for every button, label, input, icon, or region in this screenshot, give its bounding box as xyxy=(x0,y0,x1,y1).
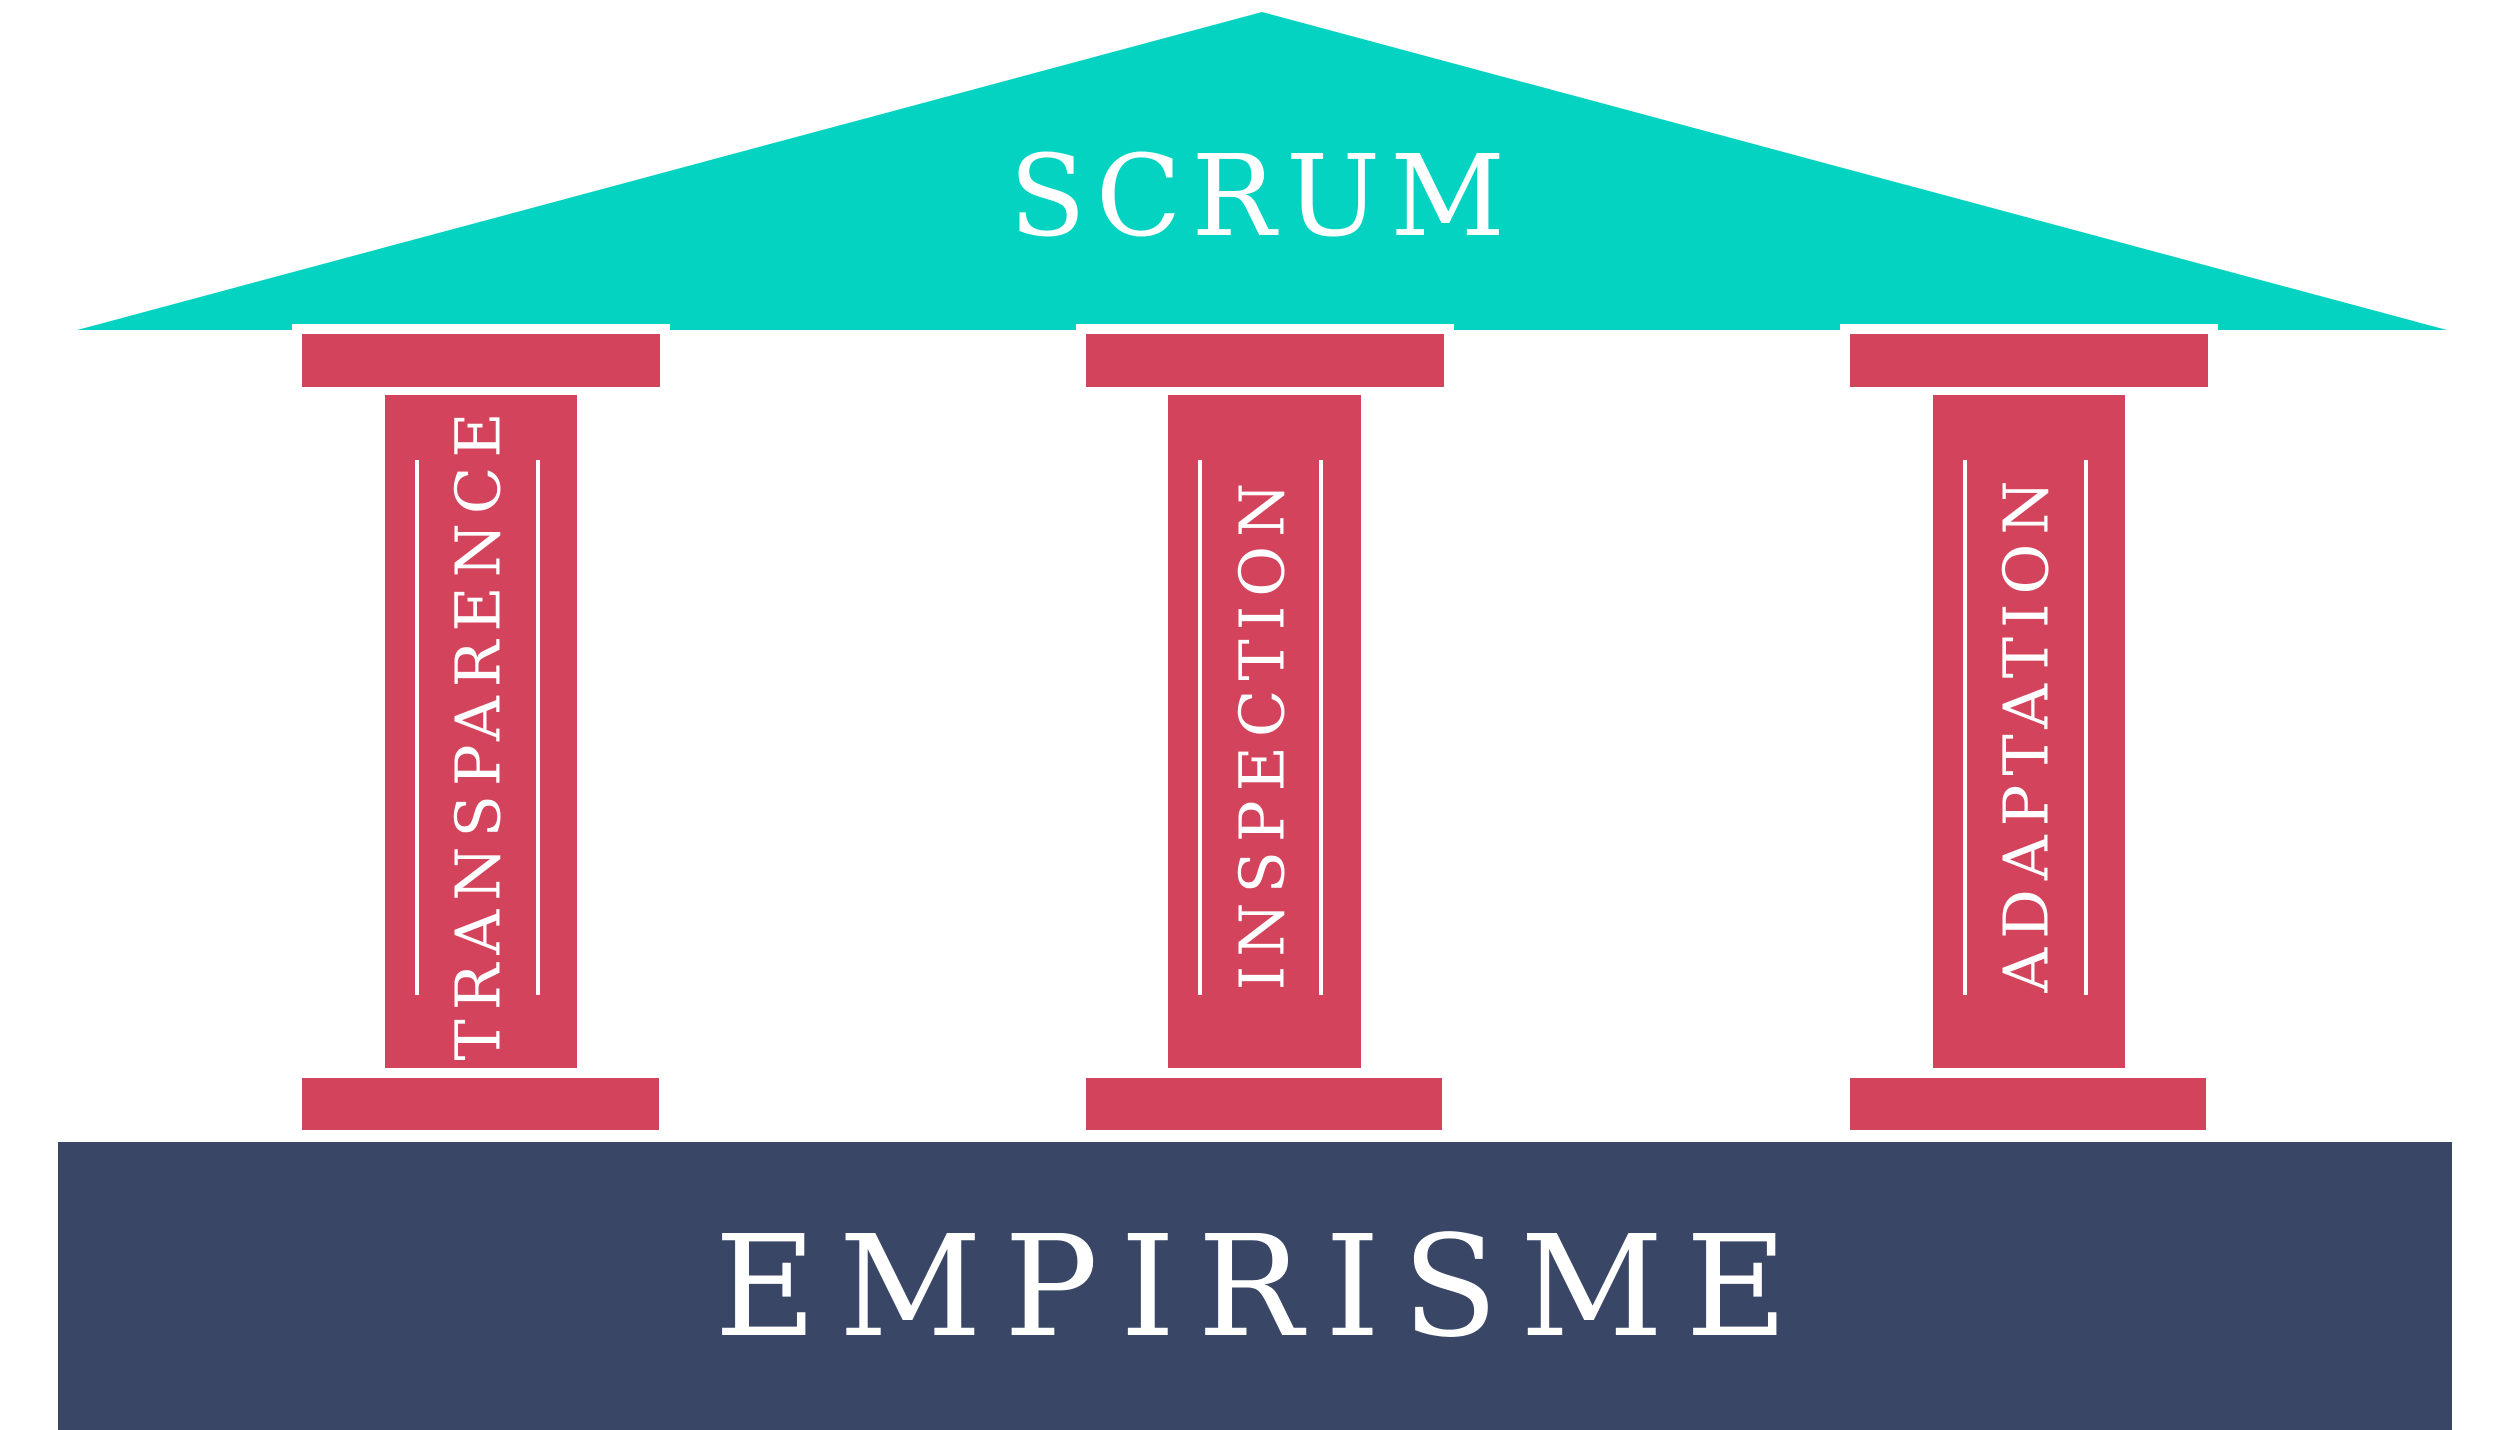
roof-title: SCRUM xyxy=(1009,132,1515,262)
pillar-capital xyxy=(1850,334,2208,387)
roof-triangle xyxy=(77,12,2447,330)
foundation: EMPIRISME xyxy=(58,1142,2452,1430)
pillar-capital xyxy=(1086,334,1444,387)
pillar-label: INSPECTION xyxy=(1226,474,1299,991)
pillar-base xyxy=(1850,1078,2206,1130)
pillar-base xyxy=(302,1078,659,1130)
pillar-adaptation: ADAPTATION xyxy=(1840,324,2218,1130)
pillar-transparence: TRANSPARENCE xyxy=(292,324,670,1130)
pillar-label: TRANSPARENCE xyxy=(442,403,515,1060)
pillar-capital xyxy=(302,334,660,387)
pillar-base xyxy=(1086,1078,1442,1130)
foundation-title: EMPIRISME xyxy=(714,1206,1809,1369)
roof: SCRUM xyxy=(77,12,2447,330)
pillar-inspection: INSPECTION xyxy=(1076,324,1454,1130)
foundation-block xyxy=(58,1142,2452,1430)
pillar-label: ADAPTATION xyxy=(1990,471,2063,993)
